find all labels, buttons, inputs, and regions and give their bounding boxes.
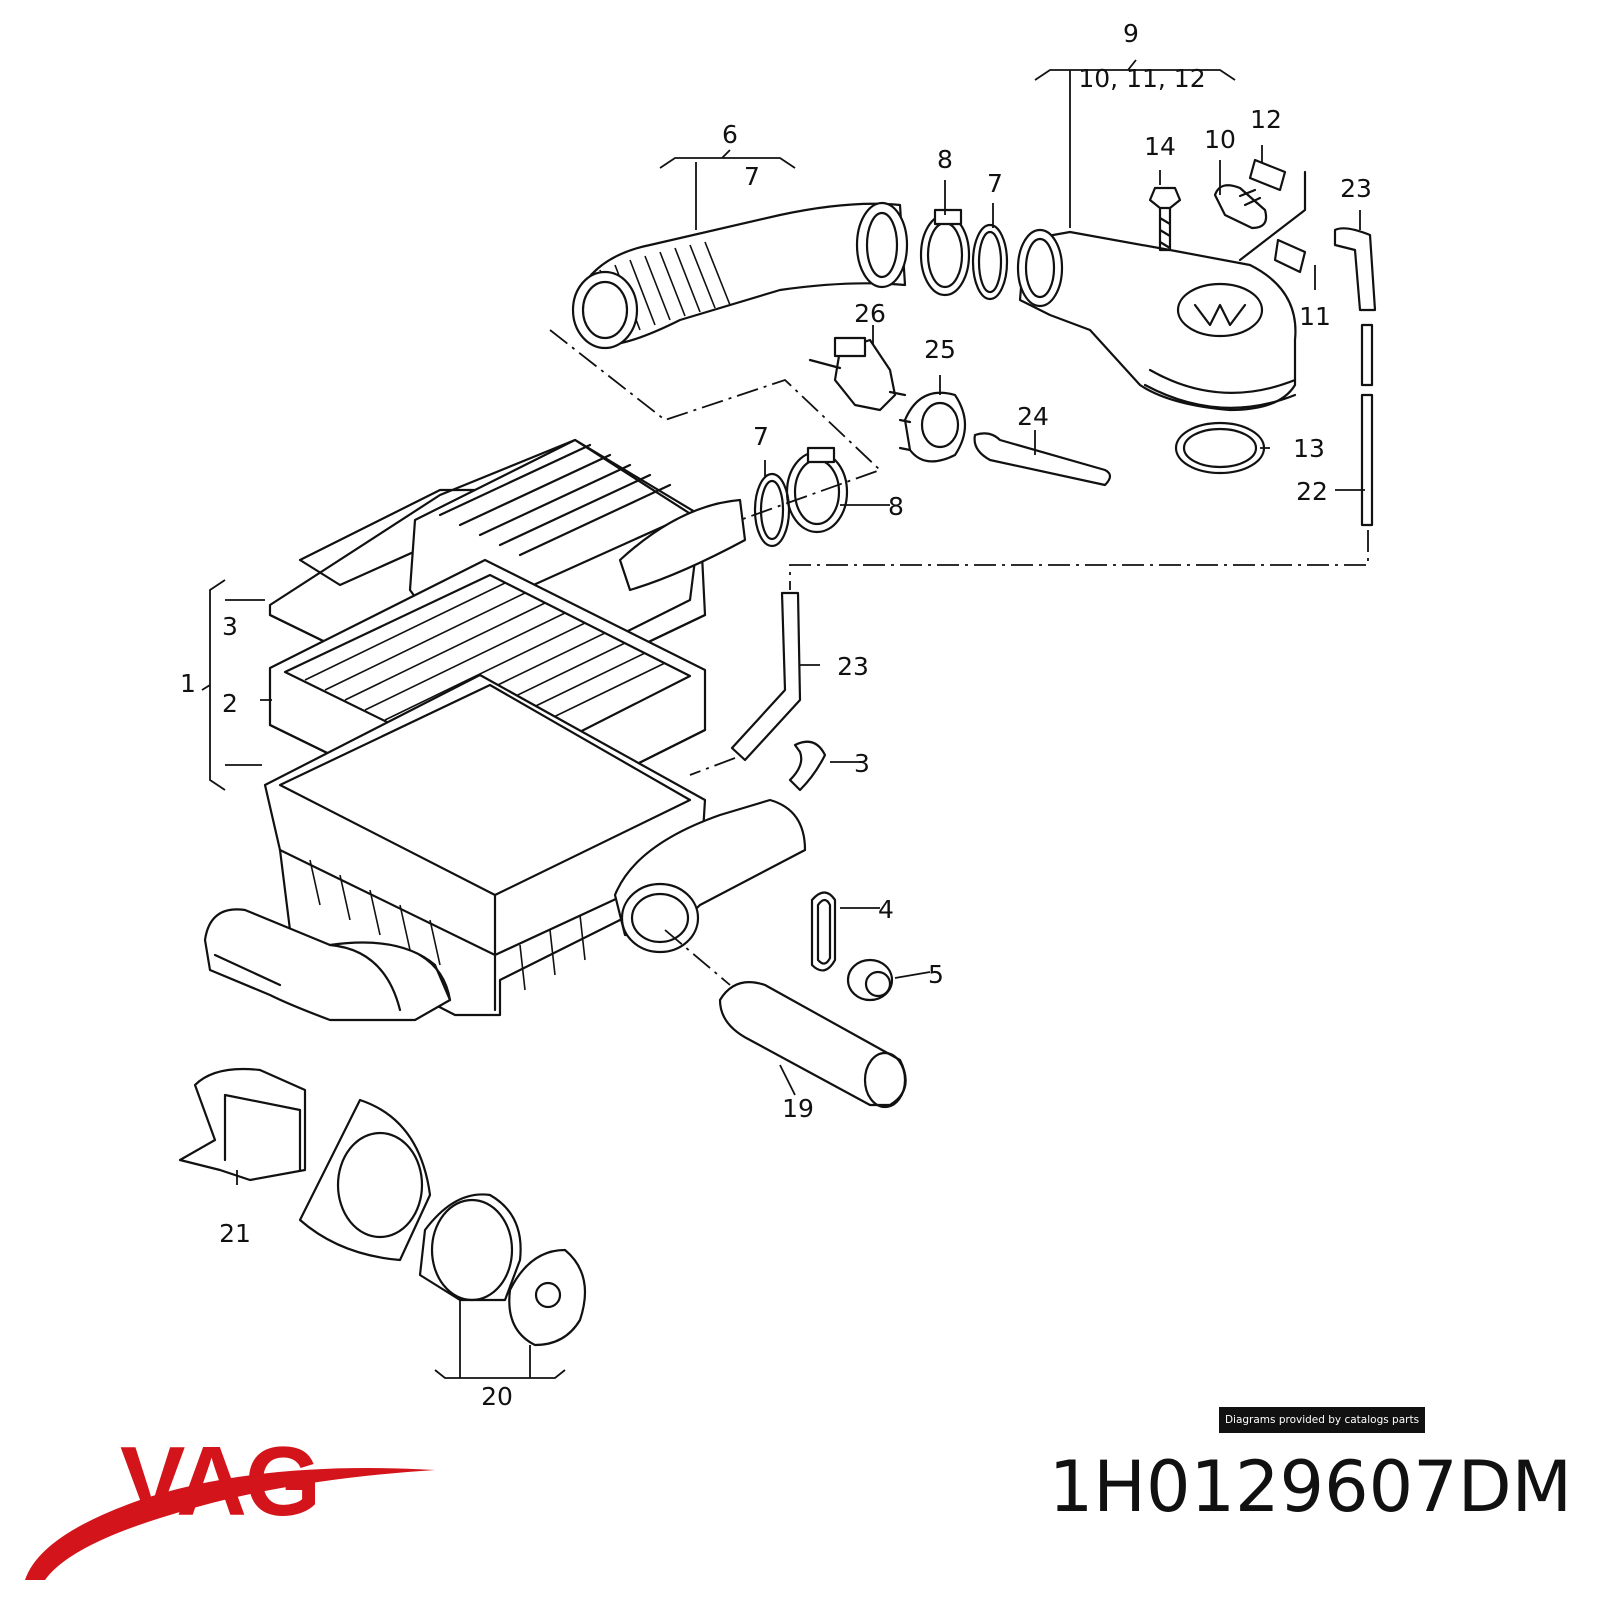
callout-3-right: 3 — [854, 749, 870, 778]
callout-25: 25 — [924, 335, 956, 364]
callout-24: 24 — [1017, 402, 1049, 431]
callout-5: 5 — [928, 960, 944, 989]
callout-9: 9 — [1123, 19, 1139, 48]
sensor-10 — [1213, 184, 1268, 230]
callout-23-lower: 23 — [837, 652, 869, 681]
callout-4: 4 — [878, 895, 894, 924]
dash-link-hose — [549, 329, 882, 521]
dash-link-housing — [689, 757, 736, 776]
air-filter-lower-housing — [263, 673, 707, 1017]
ring-20 — [418, 1193, 522, 1302]
sealing-ring-13 — [1174, 421, 1266, 475]
clip-3 — [788, 740, 827, 792]
callout-11: 11 — [1299, 302, 1331, 331]
callout-23-top: 23 — [1340, 174, 1372, 203]
vag-logo-swoosh — [25, 1468, 435, 1580]
intake-duct-left — [203, 908, 452, 1022]
hose-23-lower — [730, 591, 802, 762]
air-flow-meter-housing — [1016, 228, 1297, 412]
callout-7-right: 7 — [987, 169, 1003, 198]
seal-ring-upper — [971, 223, 1009, 301]
flange-25 — [898, 391, 966, 463]
callout-8-lower: 8 — [888, 492, 904, 521]
part-number: 1H0129607DM — [1048, 1446, 1572, 1528]
gasket-20 — [508, 1248, 587, 1347]
intake-duct-right — [613, 798, 807, 954]
dash-link-hose19 — [664, 929, 731, 986]
callout-8-top: 8 — [937, 145, 953, 174]
callout-3-left: 3 — [222, 612, 238, 641]
callout-10: 10 — [1204, 125, 1236, 154]
duct-21 — [178, 1067, 307, 1182]
hose-clamp-lower — [785, 446, 849, 534]
callout-1: 1 — [180, 669, 196, 698]
dash-link-breather — [789, 530, 1369, 590]
callout-26: 26 — [854, 299, 886, 328]
brand-logo: VAG — [120, 1426, 321, 1536]
intake-hose-19 — [718, 981, 907, 1109]
bracket-11 — [1273, 238, 1307, 274]
seal-ring-lower — [753, 472, 791, 548]
callout-7-top: 7 — [744, 162, 760, 191]
bracket-12 — [1248, 158, 1287, 192]
valve-26 — [808, 336, 907, 412]
callout-14: 14 — [1144, 132, 1176, 161]
callout-19: 19 — [782, 1094, 814, 1123]
bolt-14 — [1148, 186, 1182, 252]
callout-13: 13 — [1293, 434, 1325, 463]
callout-6: 6 — [722, 120, 738, 149]
bellows-hose — [571, 201, 909, 350]
callout-22: 22 — [1296, 477, 1328, 506]
callout-7-lower: 7 — [753, 422, 769, 451]
callout-10-11-12: 10, 11, 12 — [1078, 64, 1205, 93]
hose-clamp-upper — [919, 208, 971, 297]
hose-23-upper — [1333, 227, 1377, 312]
callout-2: 2 — [222, 689, 238, 718]
callout-21: 21 — [219, 1219, 251, 1248]
diagram-credit-badge: Diagrams provided by catalogs parts — [1219, 1407, 1425, 1433]
tube-22 — [1360, 323, 1374, 527]
bracket-line — [1238, 170, 1307, 262]
seal-4 — [810, 891, 837, 972]
seal-plate — [298, 1098, 432, 1262]
callout-20: 20 — [481, 1382, 513, 1411]
callout-12: 12 — [1250, 105, 1282, 134]
grommet-5 — [846, 958, 894, 1002]
hose-24 — [973, 432, 1112, 487]
